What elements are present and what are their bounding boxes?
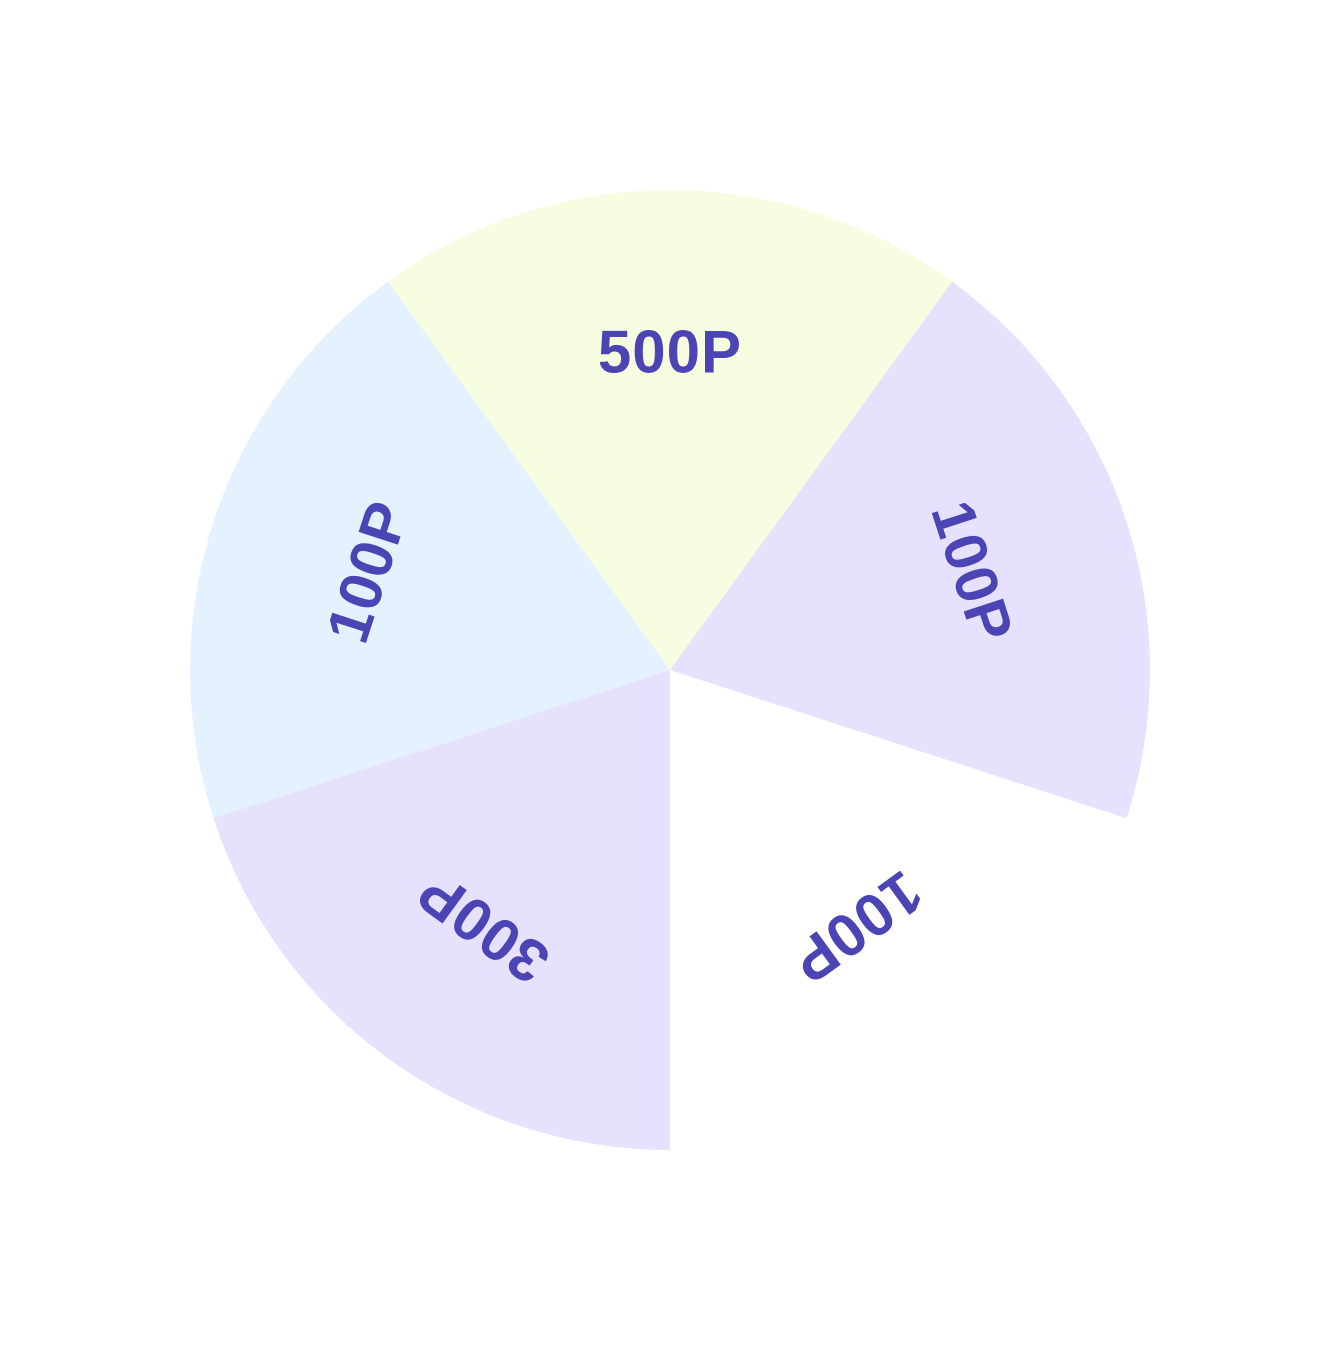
wheel-segment-label-1: 500P [598, 319, 742, 386]
wheel-segment-3 [670, 670, 1127, 1150]
wheel-segments [189, 189, 1151, 1150]
wheel-segment-1 [387, 189, 953, 670]
wheel-segment-5 [189, 281, 670, 819]
wheel-segment-4 [213, 670, 671, 1150]
wheel-segment-2 [670, 281, 1151, 819]
